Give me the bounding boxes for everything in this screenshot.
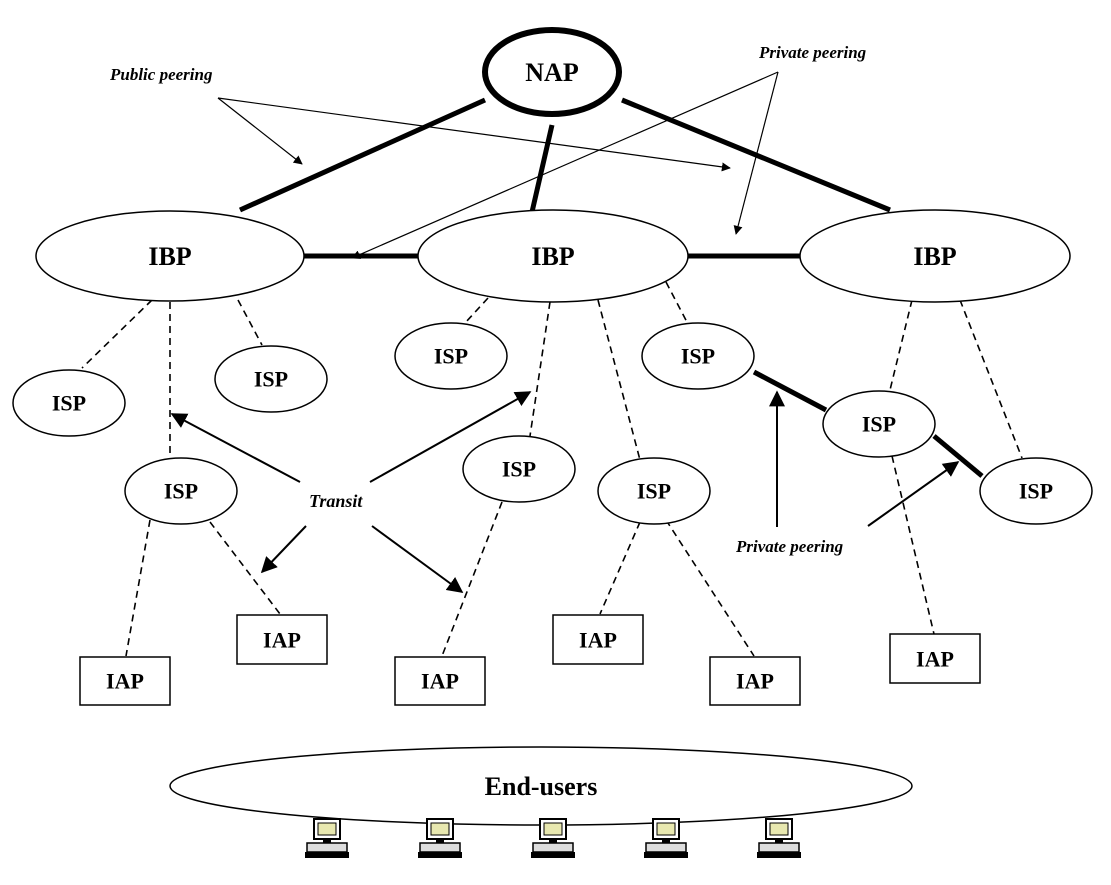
ibp-node-right: IBP [799,209,1071,303]
computer-icon [531,818,575,858]
computer-icon [757,818,801,858]
isp-node: ISP [394,322,508,390]
ibp-node-center: IBP [417,209,689,303]
isp-label: ISP [637,479,671,504]
link-isp7-iap5 [665,519,755,657]
link-ibp2-isp5 [665,281,689,325]
iap-node: IAP [394,656,486,706]
nap-ibp-left-link [238,97,487,213]
private-peering-arrow-4 [867,461,960,527]
transit-arrow-iap [260,525,307,574]
annotation-arrows [170,71,960,593]
isp-node: ISP [124,457,238,525]
iap-label: IAP [579,628,617,653]
isp-label: ISP [254,367,288,392]
connections [81,97,1023,657]
public-peering-arrow-1 [217,97,303,165]
isp-node: ISP [641,322,755,390]
transit-arrow-iap-center [371,525,464,593]
isp-node: ISP [462,435,576,503]
private-peering-arrow-2 [733,71,779,235]
iap-node: IAP [889,633,981,684]
end-user-computers [305,818,801,858]
isp-node: ISP [979,457,1093,525]
isp-node: ISP [822,390,936,458]
isp-isp-peering-link-2 [932,434,984,478]
end-users-label: End-users [485,772,598,801]
public-peering-arrow-2 [217,97,731,172]
ibp-label: IBP [531,242,574,271]
transit-arrow-isp-center [369,391,532,483]
iap-label: IAP [736,669,774,694]
link-isp3-iap1 [125,519,151,657]
iap-node: IAP [236,614,328,665]
nap-label: NAP [525,58,579,87]
end-users-node: End-users [169,746,913,826]
link-ibp2-isp6 [529,301,551,437]
isp-label: ISP [681,344,715,369]
link-isp3-iap2 [209,521,281,615]
ibp-label: IBP [913,242,956,271]
computer-icon [644,818,688,858]
iap-label: IAP [916,647,954,672]
ibp-node-left: IBP [35,210,305,302]
isp-node: ISP [12,369,126,437]
isp-label: ISP [1019,479,1053,504]
private-peering-label-top: Private peering [758,43,867,62]
iap-node: IAP [709,656,801,706]
isp-label: ISP [862,412,896,437]
link-isp8-iap6 [891,455,935,635]
link-ibp1-isp1 [81,299,153,369]
isp-label: ISP [434,344,468,369]
isp-label: ISP [52,391,86,416]
computer-icon [418,818,462,858]
private-peering-label-bottom: Private peering [735,537,844,556]
isp-label: ISP [164,479,198,504]
iap-label: IAP [263,628,301,653]
isp-node: ISP [214,345,328,413]
nap-node: NAP [482,27,622,117]
transit-label: Transit [309,491,363,511]
ibp-label: IBP [148,242,191,271]
link-isp7-iap4 [599,521,641,615]
link-isp6-iap3 [441,501,503,657]
iap-node: IAP [552,614,644,665]
isp-label: ISP [502,457,536,482]
isp-isp-peering-link-1 [752,369,828,413]
link-ibp2-isp7 [597,299,641,461]
private-peering-arrow-1 [351,71,779,259]
link-ibp2-isp4 [465,297,489,323]
public-peering-label: Public peering [109,65,213,84]
iap-label: IAP [106,669,144,694]
computer-icon [305,818,349,858]
iap-label: IAP [421,669,459,694]
iap-node: IAP [79,656,171,706]
link-ibp3-isp9 [959,299,1023,459]
nap-ibp-center-link [529,124,555,213]
transit-arrow-isp [170,413,301,483]
link-ibp3-isp8 [889,299,913,391]
link-ibp1-isp2 [237,299,263,346]
isp-node: ISP [597,457,711,525]
